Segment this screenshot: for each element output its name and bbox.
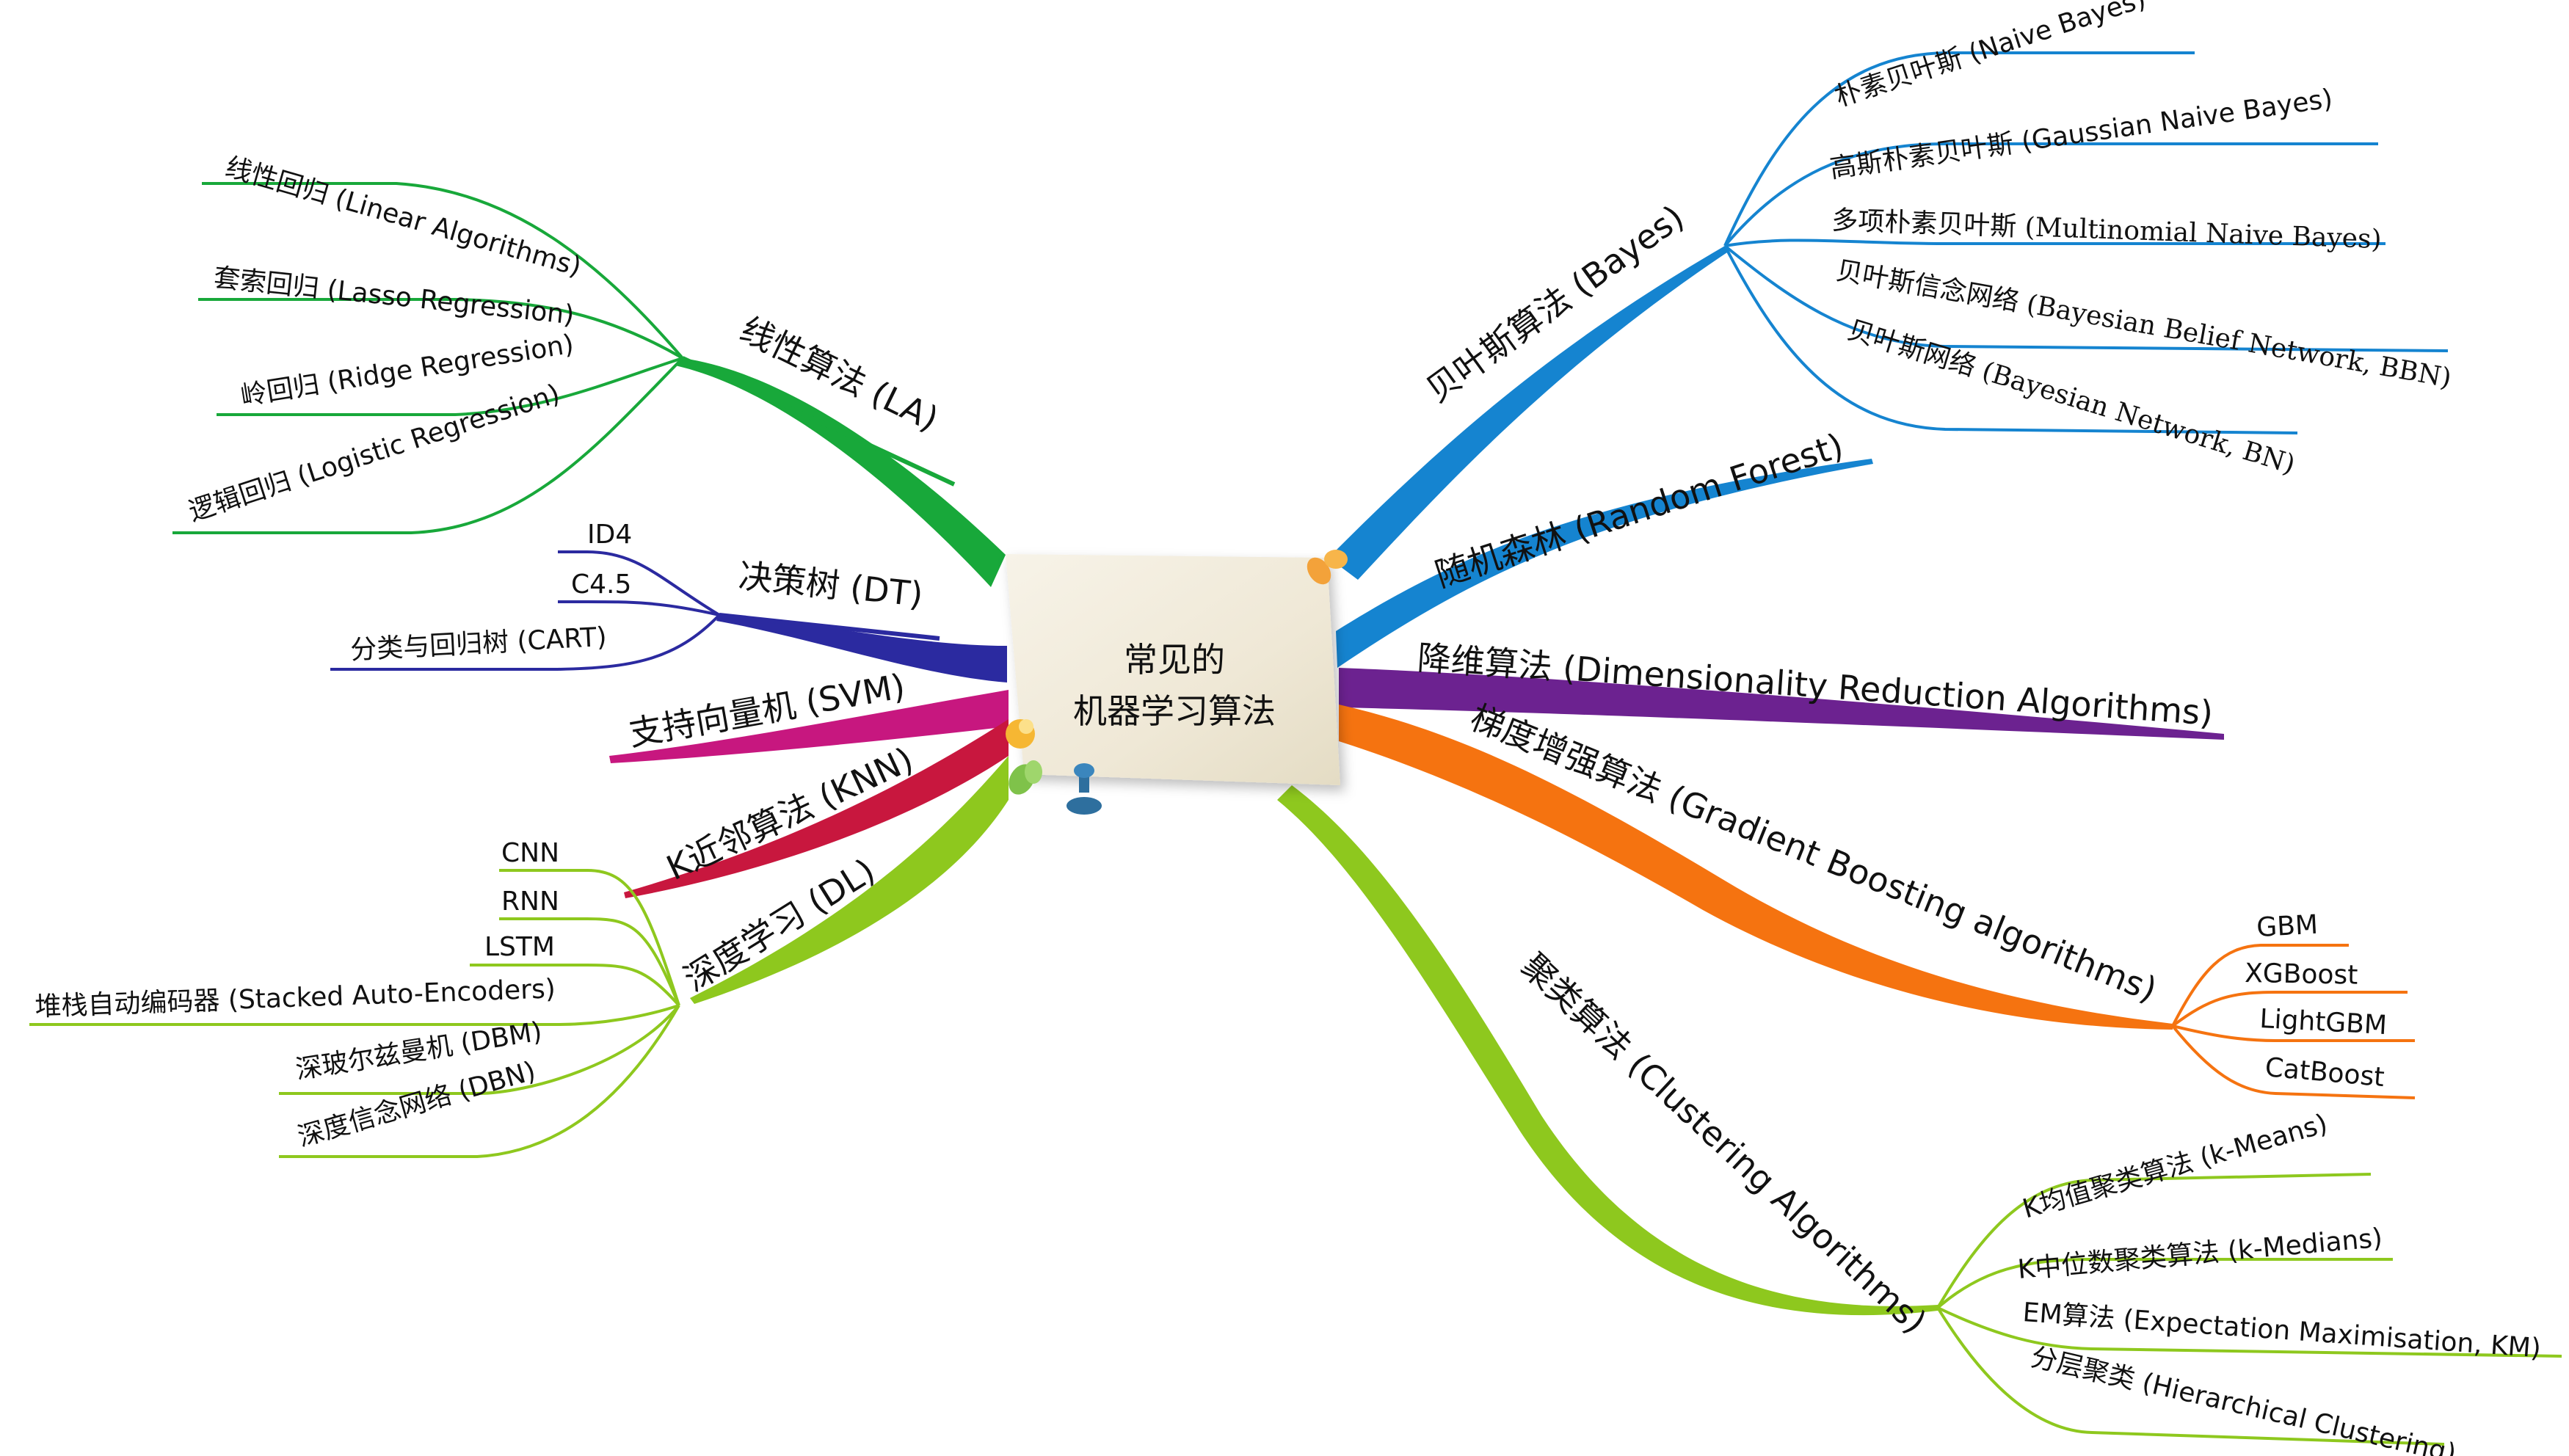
branch-cl[interactable] — [1277, 785, 1938, 1316]
gb-item-lightgbm[interactable]: LightGBM — [2259, 1004, 2388, 1041]
branch-rf-label: 随机森林 (Random Forest) — [1431, 426, 1848, 595]
cl-subbranch-strokes — [1936, 1173, 2562, 1446]
branch-gb-connector — [1339, 705, 2173, 1030]
dl-subbranch-strokes — [29, 869, 680, 1158]
orange-pin-icon — [1307, 550, 1348, 585]
la-subbranch-strokes — [172, 182, 684, 534]
central-card — [1006, 554, 1340, 785]
dt-item-c45[interactable]: C4.5 — [571, 569, 631, 600]
gb-subbranch-strokes — [2171, 944, 2416, 1099]
branch-dr-connector — [1339, 668, 2224, 740]
gb-item-catboost[interactable]: CatBoost — [2264, 1052, 2386, 1093]
bayes-item-bbn[interactable]: 贝叶斯信念网络 (Bayesian Belief Network, BBN) — [1834, 255, 2453, 393]
branch-la[interactable] — [675, 356, 1006, 587]
bayes-subbranch-strokes — [1723, 51, 2449, 434]
dl-item-rnn[interactable]: RNN — [501, 887, 559, 917]
dt-subbranch-strokes — [330, 550, 721, 671]
central-title-line1: 常见的 — [1124, 640, 1225, 680]
branch-dr[interactable] — [1339, 668, 2224, 740]
bayes-item-gaussian[interactable]: 高斯朴素贝叶斯 (Gaussian Naive Bayes) — [1828, 84, 2335, 184]
branch-dt[interactable] — [716, 613, 1007, 682]
branch-dt-underline — [719, 613, 940, 641]
branch-dt-label: 决策树 (DT) — [737, 556, 925, 614]
dl-item-cnn[interactable]: CNN — [501, 838, 559, 868]
cl-item-kmedians[interactable]: K中位数聚类算法 (k-Medians) — [2016, 1223, 2383, 1285]
branch-bayes[interactable] — [1329, 246, 1729, 580]
la-item-linear[interactable]: 线性回归 (Linear Algorithms) — [222, 152, 585, 283]
la-item-lasso[interactable]: 套索回归 (Lasso Regression) — [212, 263, 575, 330]
branch-gb[interactable] — [1339, 705, 2173, 1030]
branch-la-connector — [675, 358, 1006, 587]
branch-cl-connector — [1277, 785, 1938, 1316]
cl-item-em[interactable]: EM算法 (Expectation Maximisation, KM) — [2021, 1297, 2542, 1364]
green-pin-icon — [1009, 760, 1042, 795]
central-node[interactable]: 常见的 机器学习算法 — [1006, 554, 1340, 785]
branch-gb-label: 梯度增强算法 (Gradient Boosting algorithms) — [1465, 697, 2162, 1010]
gb-item-gbm[interactable]: GBM — [2256, 910, 2319, 943]
dt-item-cart[interactable]: 分类与回归树 (CART) — [349, 622, 607, 666]
dl-item-lstm[interactable]: LSTM — [484, 932, 555, 962]
yellow-pin-icon — [1006, 719, 1035, 749]
central-title-line2: 机器学习算法 — [1073, 691, 1276, 731]
branch-la-label: 线性算法 (LA) — [734, 309, 945, 439]
cl-item-kmeans[interactable]: K均值聚类算法 (k-Means) — [2019, 1109, 2330, 1225]
branch-bayes-connector — [1329, 246, 1729, 580]
branch-dt-connector — [716, 614, 1007, 682]
dl-item-sae[interactable]: 堆栈自动编码器 (Stacked Auto-Encoders) — [34, 974, 556, 1022]
branch-svm-connector — [609, 690, 1009, 763]
gb-item-xgboost[interactable]: XGBoost — [2245, 958, 2358, 991]
branch-la-underline — [681, 356, 956, 487]
bayes-item-multinomial[interactable]: 多项朴素贝叶斯 (Multinomial Naive Bayes) — [1831, 205, 2383, 255]
branch-svm[interactable] — [609, 690, 1009, 763]
bayes-item-naive[interactable]: 朴素贝叶斯 (Naive Bayes) — [1831, 0, 2149, 113]
blue-pin-icon — [1067, 763, 1102, 815]
dt-item-id4[interactable]: ID4 — [587, 520, 632, 550]
